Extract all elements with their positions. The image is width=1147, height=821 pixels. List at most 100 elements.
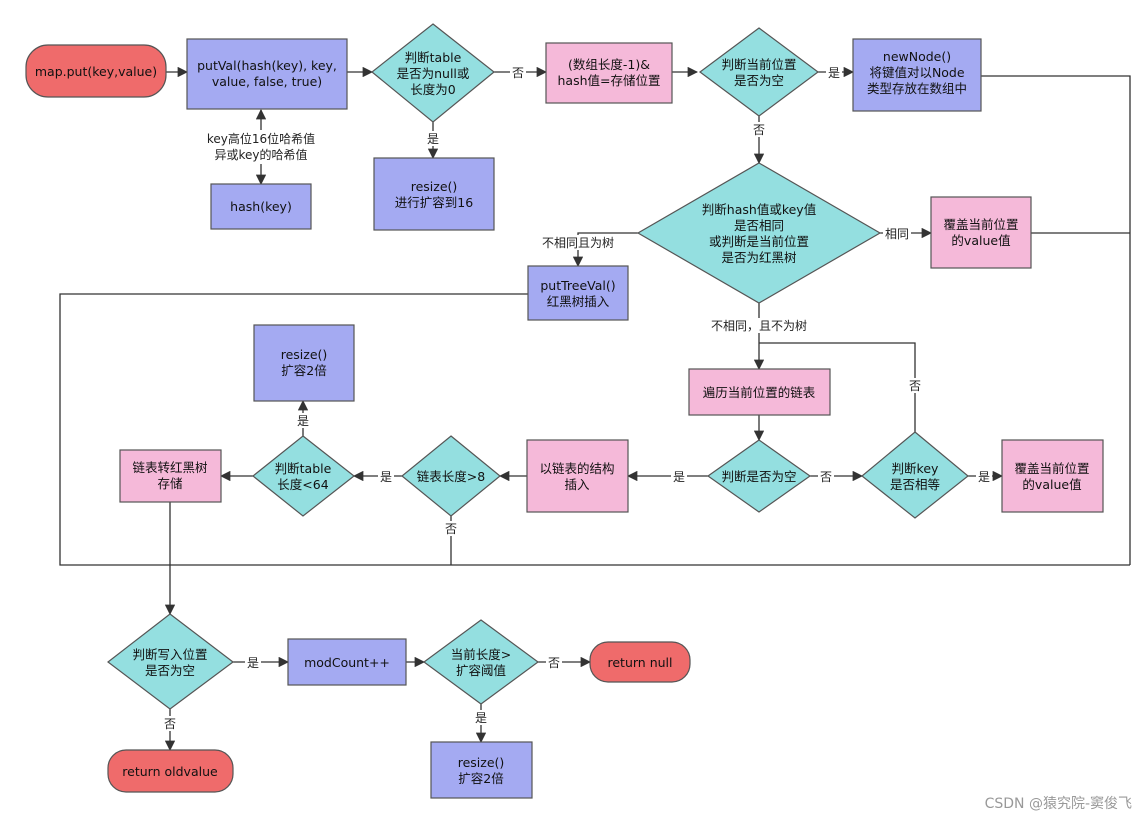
- label-threshold-no: 否: [548, 656, 560, 670]
- label-same: 相同: [885, 227, 909, 241]
- return-null-terminal: return null: [589, 641, 691, 683]
- pos-empty-text-2: 是否为空: [734, 73, 784, 88]
- newnode-text-2: 将键值对以Node: [869, 65, 964, 80]
- puttreeval-box: putTreeVal() 红黑树插入: [527, 265, 629, 321]
- newnode-text-3: 类型存放在数组中: [867, 81, 967, 96]
- table-check-text-1: 判断table: [405, 50, 462, 65]
- overwrite2-box: 覆盖当前位置 的value值: [1001, 439, 1104, 513]
- label-posempty-yes: 是: [828, 66, 840, 80]
- pos-empty-text-1: 判断当前位置: [721, 57, 796, 72]
- modcount-box: modCount++: [287, 638, 407, 686]
- next-empty-text: 判断是否为空: [721, 469, 796, 484]
- to-tree-text-1: 链表转红黑树: [132, 460, 207, 475]
- connectors: [59, 66, 1131, 752]
- label-not-same-not-tree: 不相同，且不为树: [711, 318, 807, 333]
- edge-newnode-right: [981, 75, 1131, 565]
- label-len-no: 否: [445, 522, 457, 536]
- start-terminal: map.put(key,value): [25, 44, 167, 98]
- list-insert-text-2: 插入: [564, 477, 590, 492]
- resize2b-text-1: resize(): [458, 755, 505, 770]
- hash-same-text-1: 判断hash值或key值: [702, 202, 816, 217]
- resize2a-box: resize() 扩容2倍: [253, 324, 355, 402]
- table-check-text-2: 是否为null或: [397, 66, 470, 81]
- label-key-hash-line2: 异或key的哈希值: [214, 147, 307, 162]
- label-write-yes: 是: [247, 656, 259, 670]
- hash-same-text-2: 是否相同: [734, 218, 784, 233]
- nodes: map.put(key,value) putVal(hash(key), key…: [25, 23, 1104, 799]
- putval-text-2: value, false, true): [212, 74, 322, 89]
- newnode-text-1: newNode(): [883, 49, 951, 64]
- traverse-text: 遍历当前位置的链表: [703, 385, 816, 400]
- table64-text-2: 长度<64: [277, 477, 328, 492]
- write-empty-text-2: 是否为空: [145, 663, 195, 678]
- resize2a-text-1: resize(): [281, 347, 328, 362]
- next-empty-diamond: 判断是否为空: [706, 439, 812, 513]
- label-keyequal-no: 否: [909, 379, 921, 393]
- to-tree-text-2: 存储: [157, 476, 182, 491]
- table64-text-1: 判断table: [275, 461, 332, 476]
- index-calc-text-1: (数组长度-1)&: [568, 57, 650, 72]
- label-posempty-no: 否: [753, 123, 765, 137]
- len-check-text: 链表长度>8: [417, 469, 485, 484]
- index-calc-text-2: hash值=存储位置: [558, 73, 661, 88]
- return-old-terminal: return oldvalue: [107, 749, 234, 793]
- label-tablecheck-yes: 是: [427, 132, 439, 146]
- table64-diamond: 判断table 长度<64: [252, 435, 355, 517]
- overwrite1-text-2: 的value值: [951, 233, 1010, 248]
- watermark: CSDN @猿究院-窦俊飞: [985, 796, 1132, 812]
- table-check-text-3: 长度为0: [410, 82, 456, 97]
- overwrite2-text-1: 覆盖当前位置: [1014, 461, 1089, 476]
- return-null-text: return null: [608, 655, 673, 670]
- threshold-diamond: 当前长度> 扩容阈值: [422, 619, 540, 705]
- start-text: map.put(key,value): [35, 64, 157, 79]
- label-tablecheck-no: 否: [512, 66, 524, 80]
- resize2b-text-2: 扩容2倍: [458, 771, 503, 786]
- hash-same-text-4: 是否为红黑树: [721, 250, 796, 265]
- overwrite1-box: 覆盖当前位置 的value值: [930, 196, 1032, 269]
- len-check-diamond: 链表长度>8: [401, 435, 501, 517]
- label-nextempty-yes: 是: [673, 470, 685, 484]
- threshold-text-2: 扩容阈值: [456, 663, 506, 678]
- label-key-hash-line1: key高位16位哈希值: [207, 131, 315, 146]
- edge-puttreeval-left: [59, 293, 1130, 566]
- newnode-box: newNode() 将键值对以Node 类型存放在数组中: [852, 38, 982, 112]
- label-len-yes: 是: [380, 470, 392, 484]
- label-threshold-yes: 是: [475, 711, 487, 725]
- list-insert-box: 以链表的结构 插入: [526, 439, 629, 513]
- resize16-box: resize() 进行扩容到16: [373, 157, 495, 231]
- label-keyequal-yes: 是: [978, 470, 990, 484]
- label-table64-yes: 是: [297, 414, 309, 428]
- return-old-text: return oldvalue: [122, 764, 218, 779]
- index-calc-box: (数组长度-1)& hash值=存储位置: [545, 42, 673, 104]
- to-tree-box: 链表转红黑树 存储: [119, 449, 222, 503]
- write-empty-text-1: 判断写入位置: [132, 647, 207, 662]
- hashkey-box: hash(key): [210, 183, 312, 230]
- edge-keyequal-loop: [759, 342, 916, 432]
- overwrite2-text-2: 的value值: [1022, 477, 1081, 492]
- resize16-text-2: 进行扩容到16: [395, 195, 473, 210]
- puttreeval-text-1: putTreeVal(): [540, 278, 615, 293]
- puttreeval-text-2: 红黑树插入: [547, 294, 610, 309]
- traverse-box: 遍历当前位置的链表: [688, 368, 831, 416]
- edge-labels: key高位16位哈希值 异或key的哈希值 是 否 是 否 相同 不相同且为树 …: [162, 65, 992, 731]
- overwrite1-text-1: 覆盖当前位置: [943, 217, 1018, 232]
- label-not-same-tree: 不相同且为树: [542, 235, 614, 250]
- putval-text-1: putVal(hash(key), key,: [197, 58, 337, 73]
- hash-same-text-3: 或判断是当前位置: [709, 234, 809, 249]
- edge-hashsame-puttreeval: [572, 232, 638, 268]
- resize16-text-1: resize(): [411, 179, 458, 194]
- resize2b-box: resize() 扩容2倍: [430, 741, 533, 799]
- pos-empty-diamond: 判断当前位置 是否为空: [698, 27, 820, 117]
- key-equal-diamond: 判断key 是否相等: [861, 431, 969, 519]
- modcount-text: modCount++: [304, 655, 390, 670]
- label-write-no: 否: [164, 717, 176, 731]
- hash-same-diamond: 判断hash值或key值 是否相同 或判断是当前位置 是否为红黑树: [636, 162, 882, 304]
- resize2a-text-2: 扩容2倍: [281, 363, 326, 378]
- label-nextempty-no: 否: [820, 470, 832, 484]
- write-empty-diamond: 判断写入位置 是否为空: [107, 613, 234, 710]
- putval-box: putVal(hash(key), key, value, false, tru…: [186, 38, 348, 110]
- list-insert-text-1: 以链表的结构: [539, 461, 614, 476]
- hashkey-text: hash(key): [230, 199, 292, 214]
- key-equal-text-1: 判断key: [892, 461, 939, 476]
